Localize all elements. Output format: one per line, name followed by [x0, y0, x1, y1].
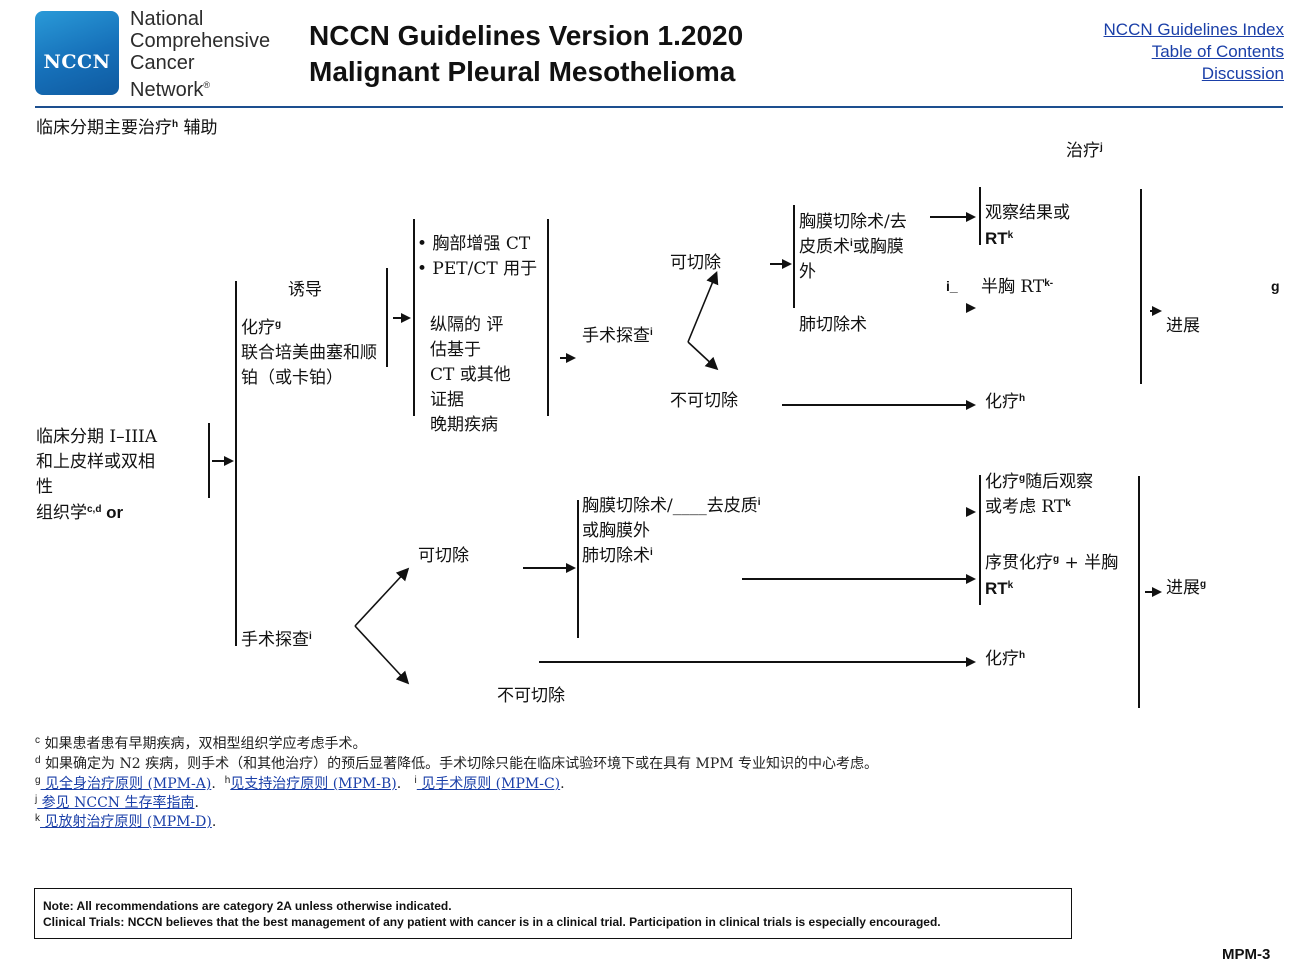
bottom-chemo-connector — [539, 661, 967, 663]
top-resectable: 可切除 — [670, 253, 721, 273]
bottom-unresectable: 不可切除 — [497, 686, 565, 706]
top-hemi-prefix: i_ — [946, 278, 958, 294]
restaging-detail: 纵隔的 评 估基于 CT 或其他 证据 晚期疾病 — [430, 315, 511, 435]
top-hemithoracic-rt: 半胸 RTk- — [981, 277, 1054, 297]
nav-links: NCCN Guidelines Index Table of Contents … — [1104, 19, 1284, 85]
clinical-stage-box: 临床分期 I–IIIA 和上皮样或双相 性 组织学c,d or — [36, 427, 158, 523]
org-line-1: National — [130, 8, 204, 30]
page-code: MPM-3 — [1222, 946, 1271, 963]
supportive-care-link[interactable]: 见支持治疗原则 (MPM-B) — [230, 776, 397, 792]
top-chemotherapy: 化疗h — [985, 392, 1026, 412]
top-unresectable: 不可切除 — [670, 391, 738, 411]
bottom-progression-connector — [1145, 591, 1153, 593]
bottom-surgery-bracket — [577, 500, 579, 638]
radiation-therapy-link[interactable]: 见放射治疗原则 (MPM-D) — [40, 814, 212, 830]
footnote-j: j 参见 NCCN 生存率指南. — [35, 794, 199, 812]
path-split-bracket — [235, 281, 237, 646]
guideline-version: NCCN Guidelines Version 1.2020 — [309, 20, 744, 51]
top-hemi-far-mark: g — [1271, 278, 1280, 294]
induction-connector — [393, 317, 402, 319]
section-heading: 临床分期主要治疗h 辅助 — [36, 118, 218, 138]
bottom-adjuvant-connector — [742, 578, 967, 580]
footnote-c: c 如果患者患有早期疾病，双相型组织学应考虑手术。 — [35, 735, 367, 753]
surgery-principles-link[interactable]: 见手术原则 (MPM-C) — [416, 776, 561, 792]
top-chemo-arrow — [966, 400, 976, 410]
nccn-logo: NCCN — [35, 11, 119, 95]
adjuvant-heading: 治疗j — [1066, 141, 1103, 161]
restaging-bracket-right — [547, 219, 549, 416]
note-category: Note: All recommendations are category 2… — [43, 899, 452, 913]
restaging-box: • 胸部增强 CT • PET/CT 用于 — [417, 234, 538, 279]
top-progression-connector — [1150, 310, 1153, 312]
top-surgery-pneumonectomy: 肺切除术 — [799, 315, 867, 335]
page-title: NCCN Guidelines Version 1.2020 Malignant… — [309, 18, 743, 90]
survivorship-link[interactable]: 参见 NCCN 生存率指南 — [37, 795, 195, 811]
bottom-progression: 进展g — [1166, 578, 1207, 598]
bottom-surgery-options: 胸膜切除术/____去皮质i 或胸膜外 肺切除术i — [582, 496, 761, 566]
restaging-arrow — [566, 353, 576, 363]
top-observe-connector — [930, 216, 966, 218]
top-resectable-connector — [770, 263, 784, 265]
bottom-option-sequential: 序贯化疗g + 半胸 RTk — [985, 553, 1119, 598]
induction-label: 诱导 — [288, 280, 322, 300]
bottom-resectable-arrow — [566, 563, 576, 573]
top-surgery-options: 胸膜切除术/去 皮质术i或胸膜 外 — [799, 212, 907, 282]
top-observe-arrow — [966, 212, 976, 222]
bottom-adjuvant-bracket — [979, 475, 981, 605]
induction-arrow — [401, 313, 411, 323]
top-observe-option: 观察结果或 RTk — [985, 203, 1070, 248]
guideline-topic: Malignant Pleural Mesothelioma — [309, 56, 736, 87]
restaging-bracket-left — [413, 219, 415, 416]
top-hemi-arrow — [966, 303, 976, 313]
induction-bracket — [386, 268, 388, 367]
entry-arrow — [224, 456, 234, 466]
organization-name: National Comprehensive Cancer Network® — [130, 8, 270, 101]
discussion-link[interactable]: Discussion — [1201, 64, 1284, 83]
entry-connector — [212, 460, 226, 462]
logo-text: NCCN — [43, 51, 111, 73]
guidelines-index-link[interactable]: NCCN Guidelines Index — [1103, 20, 1284, 39]
org-line-2: Comprehensive — [130, 30, 271, 52]
systemic-therapy-link[interactable]: 见全身治疗原则 (MPM-A) — [40, 776, 212, 792]
table-of-contents-link[interactable]: Table of Contents — [1151, 42, 1284, 61]
bottom-option-chemo-observe: 化疗g随后观察 或考虑 RTk — [985, 472, 1094, 517]
footnote-k: k 见放射治疗原则 (MPM-D). — [35, 813, 217, 831]
induction-regimen: 化疗g 联合培美曲塞和顺 铂（或卡铂） — [241, 318, 377, 388]
restaging-connector — [560, 357, 566, 359]
note-box: Note: All recommendations are category 2… — [34, 888, 1072, 939]
header-divider — [35, 106, 1283, 108]
org-line-3: Cancer — [130, 52, 195, 74]
bottom-chemo-arrow — [966, 657, 976, 667]
org-line-4: Network® — [130, 79, 210, 101]
bottom-branch-arrows — [354, 567, 410, 685]
bottom-resectable: 可切除 — [418, 546, 469, 566]
top-progression-arrow — [1152, 306, 1162, 316]
footnote-d: d 如果确定为 N2 疾病，则手术（和其他治疗）的预后显著降低。手术切除只能在临… — [35, 755, 879, 773]
top-surgery-bracket — [793, 205, 795, 308]
entry-bracket — [208, 423, 210, 498]
top-chemo-connector — [782, 404, 967, 406]
registered-mark: ® — [203, 80, 210, 90]
top-progression: 进展 — [1166, 316, 1200, 336]
top-resectable-arrow — [782, 259, 792, 269]
top-branch-arrows — [687, 271, 719, 371]
bottom-progression-arrow — [1152, 587, 1162, 597]
bottom-adjuvant-arrow — [966, 574, 976, 584]
bottom-opt1-arrow — [966, 507, 976, 517]
top-observe-bracket — [979, 187, 981, 245]
top-progression-bracket — [1140, 189, 1142, 384]
footnote-g-h-i: g 见全身治疗原则 (MPM-A). h见支持治疗原则 (MPM-B). i 见… — [35, 775, 565, 793]
note-clinical-trials: Clinical Trials: NCCN believes that the … — [43, 915, 941, 929]
bottom-surgical-exploration: 手术探查i — [241, 630, 312, 650]
top-surgical-exploration: 手术探查i — [582, 326, 653, 346]
bottom-resectable-connector — [523, 567, 567, 569]
bottom-progression-bracket — [1138, 476, 1140, 708]
bottom-chemotherapy: 化疗h — [985, 649, 1026, 669]
